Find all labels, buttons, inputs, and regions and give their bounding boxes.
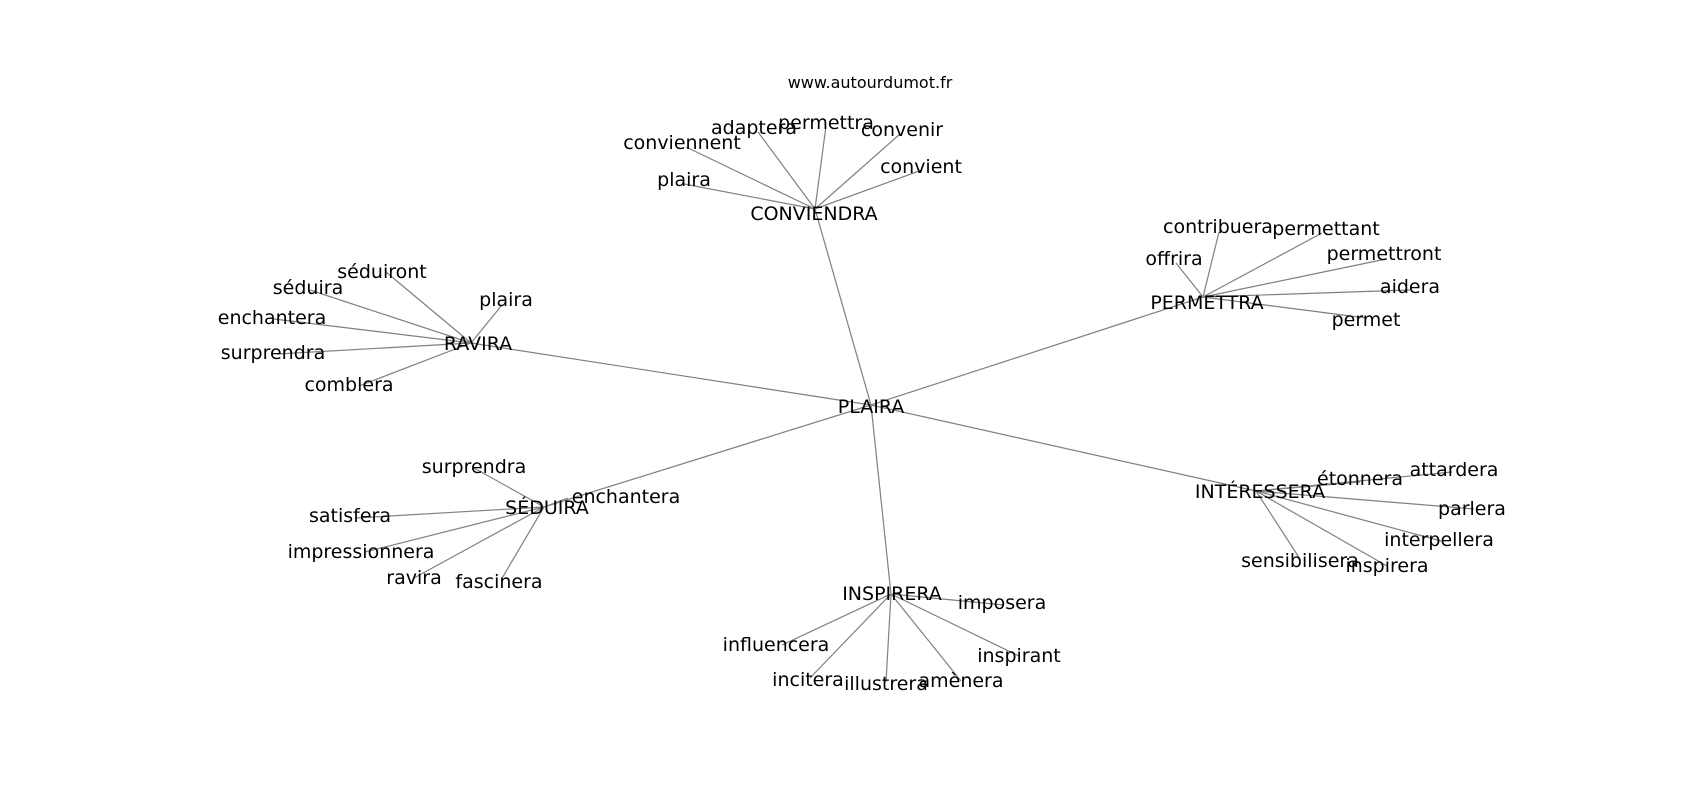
edge-conviendra-permettra-c <box>814 125 827 210</box>
node-hub-interessera[interactable]: INTÉRESSERA <box>1195 480 1325 503</box>
edge-inspirera-imposera <box>890 593 1005 606</box>
node-leaf-ravira-s[interactable]: ravira <box>386 567 441 589</box>
edge-permettra-aidera <box>1202 289 1411 298</box>
edge-ravira-seduiront <box>385 271 472 344</box>
node-leaf-plaira-c[interactable]: plaira <box>657 169 711 191</box>
node-leaf-enchantera-r[interactable]: enchantera <box>218 307 327 329</box>
edge-conviendra-conviennent <box>685 146 816 210</box>
node-leaf-satisfera[interactable]: satisfera <box>309 505 391 527</box>
edge-ravira-seduira-r <box>309 289 472 344</box>
node-leaf-offrira[interactable]: offrira <box>1145 248 1202 270</box>
edge-conviendra-convenir <box>814 133 901 210</box>
watermark: www.autourdumot.fr <box>788 73 953 92</box>
node-leaf-impressionnera[interactable]: impressionnera <box>288 541 435 563</box>
edge-seduira-satisfera <box>355 506 545 519</box>
node-leaf-incitera[interactable]: incitera <box>772 669 844 691</box>
node-leaf-conviennent[interactable]: conviennent <box>623 132 741 154</box>
node-leaf-plaira-r[interactable]: plaira <box>479 289 533 311</box>
edge-inspirera-influencera <box>781 593 892 646</box>
edge-inspirera-inspirant <box>890 593 1020 657</box>
edge-permettra-offrira <box>1175 262 1204 298</box>
edge-permettra-permet <box>1202 296 1367 319</box>
node-leaf-surprendra-r[interactable]: surprendra <box>221 342 325 364</box>
node-leaf-comblera[interactable]: comblera <box>304 374 393 396</box>
edge-center-ravira <box>470 342 872 406</box>
node-leaf-sensibilisera[interactable]: sensibilisera <box>1241 550 1359 572</box>
node-leaf-convient[interactable]: convient <box>880 156 962 178</box>
node-labels: PLAIRACONVIENDRAconviennentadapteraperme… <box>218 112 1506 695</box>
edge-interessera-inspirera-i <box>1255 490 1388 567</box>
node-leaf-amenera[interactable]: amènera <box>918 670 1003 692</box>
edge-interessera-sensibilisera <box>1255 490 1301 560</box>
edge-permettra-permettront <box>1202 258 1387 298</box>
edge-interessera-parlera <box>1255 490 1475 510</box>
node-leaf-permettra-c[interactable]: permettra <box>778 112 874 134</box>
edge-ravira-comblera <box>358 342 472 387</box>
node-leaf-parlera[interactable]: parlera <box>1438 498 1506 520</box>
edge-interessera-interpellera <box>1255 490 1442 542</box>
node-hub-conviendra[interactable]: CONVIENDRA <box>750 203 877 225</box>
node-leaf-convenir[interactable]: convenir <box>861 119 943 141</box>
node-hub-seduira[interactable]: SÉDUIRA <box>505 496 589 519</box>
node-leaf-permettant[interactable]: permettant <box>1272 218 1379 240</box>
edge-center-inspirera <box>870 404 892 595</box>
edge-interessera-attardera <box>1255 471 1453 492</box>
node-leaf-attardera[interactable]: attardera <box>1410 459 1499 481</box>
node-leaf-seduiront[interactable]: séduiront <box>337 261 426 283</box>
edge-seduira-surprendra-s <box>473 467 545 508</box>
node-center-plaira[interactable]: PLAIRA <box>838 396 905 418</box>
edge-permettra-contribuera <box>1202 231 1220 298</box>
node-leaf-interpellera[interactable]: interpellera <box>1384 529 1494 551</box>
node-leaf-etonnera[interactable]: étonnera <box>1317 468 1403 490</box>
node-hub-ravira[interactable]: RAVIRA <box>444 333 512 355</box>
node-leaf-permet[interactable]: permet <box>1332 309 1401 331</box>
node-leaf-permettront[interactable]: permettront <box>1327 243 1442 265</box>
node-hub-inspirera[interactable]: INSPIRERA <box>842 583 942 605</box>
node-leaf-inspirant[interactable]: inspirant <box>977 645 1061 667</box>
node-leaf-inspirera-i[interactable]: inspirera <box>1345 555 1428 577</box>
node-leaf-fascinera[interactable]: fascinera <box>455 571 542 593</box>
edge-center-permettra <box>870 296 1204 406</box>
node-leaf-surprendra-s[interactable]: surprendra <box>422 456 526 478</box>
edge-ravira-surprendra-r <box>276 342 472 355</box>
edge-permettra-permettant <box>1202 232 1323 298</box>
node-leaf-illustrera[interactable]: illustrera <box>844 673 928 695</box>
node-leaf-aidera[interactable]: aidera <box>1380 276 1440 298</box>
edge-conviendra-plaira-c <box>683 183 816 210</box>
edge-conviendra-convient <box>814 169 923 210</box>
node-leaf-seduira-r[interactable]: séduira <box>273 277 343 299</box>
edges <box>273 125 1475 683</box>
edge-seduira-fascinera <box>500 506 545 581</box>
node-leaf-imposera[interactable]: imposera <box>958 592 1047 614</box>
edge-seduira-impressionnera <box>364 506 545 553</box>
node-hub-permettra[interactable]: PERMETTRA <box>1150 292 1263 314</box>
edge-conviendra-adaptera <box>757 131 816 210</box>
edge-ravira-enchantera-r <box>273 318 472 344</box>
node-leaf-influencera[interactable]: influencera <box>723 634 830 656</box>
edge-inspirera-illustrera <box>885 593 892 683</box>
edge-ravira-plaira-r <box>470 304 503 344</box>
node-leaf-enchantera-s[interactable]: enchantera <box>572 486 681 508</box>
node-leaf-adaptera[interactable]: adaptera <box>711 117 797 139</box>
edge-center-seduira <box>543 404 872 508</box>
edge-center-conviendra <box>814 208 872 406</box>
edge-seduira-enchantera-s <box>543 497 569 508</box>
edge-inspirera-amenera <box>890 593 962 682</box>
edge-seduira-ravira-s <box>413 506 545 579</box>
edge-inspirera-incitera <box>809 593 892 679</box>
node-leaf-contribuera[interactable]: contribuera <box>1163 216 1273 238</box>
edge-center-interessera <box>870 404 1257 492</box>
